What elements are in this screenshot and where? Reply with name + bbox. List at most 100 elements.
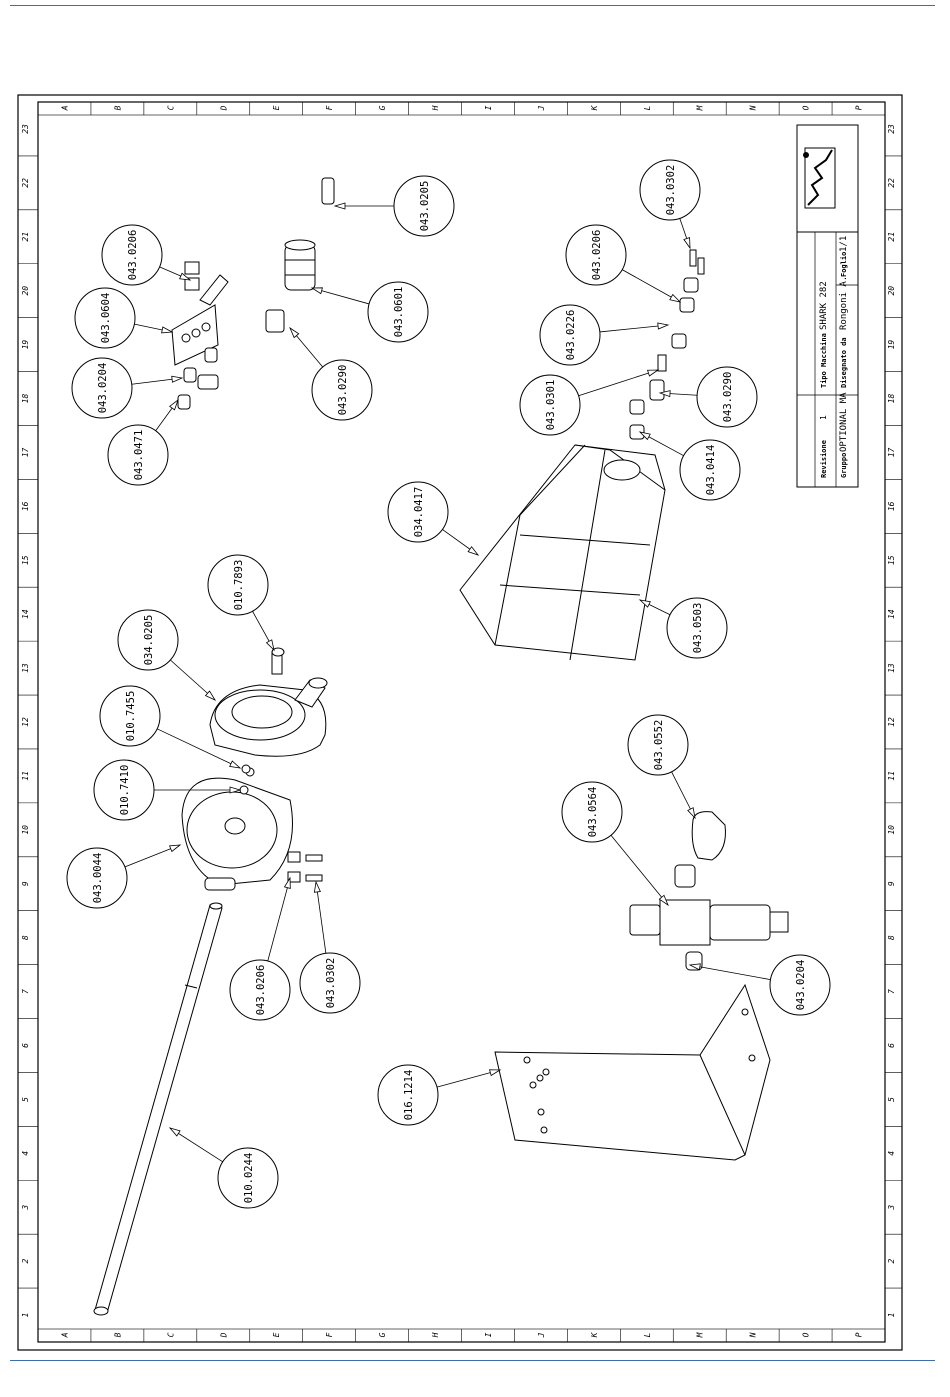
part-balloon [299,952,361,1014]
leader-line [621,269,681,303]
leader-arrow [265,639,275,652]
leader-line [689,964,771,981]
title-block-page-label: Foglio [840,252,848,277]
leader-arrow [310,287,323,295]
grid-column-label: N [749,1332,758,1338]
leader-line [610,834,669,906]
part-balloon [393,175,455,237]
part-balloon [666,597,728,659]
title-block-machine-label: Tipo Macchina [820,333,828,388]
part-balloon [627,714,689,776]
part-balloon [539,304,601,366]
grid-row-label: 18 [887,394,896,404]
part-balloons: 043.0206043.0604043.0204043.0471043.0205… [66,159,831,1209]
leader-arrow [229,760,242,769]
grid-column-label: P [855,1332,864,1337]
part-number-label: 043.0601 [393,287,405,338]
part-number-label: 043.0206 [255,965,267,1016]
grid-row-label: 7 [21,989,30,994]
part-number-label: 043.0205 [419,181,431,232]
part-number-label: 010.7410 [119,765,131,816]
grid-row-label: 9 [887,881,896,886]
grid-column-label: L [643,1332,652,1337]
leader-line [578,369,659,397]
grid-column-label: F [325,105,334,110]
part-balloon [229,959,291,1021]
grid-row-label: 6 [21,1043,30,1048]
grid-column-label: L [643,105,652,110]
manifold-group-drawing [171,261,229,410]
grid-column-label: D [219,105,228,111]
grid-row-label: 12 [21,717,30,727]
grid-row-label: 11 [21,771,30,781]
leader-arrow [179,272,192,281]
part-number-label: 034.0417 [413,487,425,538]
grid-column-label: K [590,104,599,111]
cover-drawing [459,444,666,661]
grid-column-label: J [537,105,546,111]
right-fittings-drawing [629,249,705,440]
title-block-page-value: 1/1 [839,236,849,252]
part-number-label: 043.0301 [545,380,557,431]
grid-row-label: 12 [887,717,896,727]
part-balloon [207,554,269,616]
regulator-drawing [629,811,789,971]
grid-row-label: 16 [887,501,896,511]
company-logo [803,147,836,209]
grid-row-label: 19 [887,340,896,350]
grid-column-label: O [802,105,811,110]
leader-arrow [333,202,346,210]
grid-row-label: 8 [21,935,30,940]
grid-row-label: 20 [21,286,30,296]
part-balloon [93,759,155,821]
part-number-label: 043.0471 [133,430,145,481]
part-number-label: 043.0204 [795,960,807,1011]
grid-row-label: 22 [21,178,30,188]
grid-row-label: 4 [887,1151,896,1156]
grid-row-label: 23 [887,124,896,134]
grid-row-label: 17 [21,447,30,457]
grid-row-label: 11 [887,771,896,781]
grid-row-label: 3 [21,1205,30,1211]
leader-arrow [204,690,217,701]
part-balloon [71,357,133,419]
leader-line [599,324,669,333]
grid-row-label: 1 [887,1313,896,1318]
leader-arrow [161,326,174,334]
part-number-label: 010.7893 [233,560,245,611]
title-block-group-label: Gruppo [840,453,848,478]
leader-arrow [169,844,182,853]
part-balloon [117,609,179,671]
part-balloon [561,781,623,843]
grid-column-label: G [378,1332,387,1337]
grid-row-label: 14 [21,609,30,619]
grid-column-label: M [696,1331,705,1338]
part-number-label: 043.0564 [587,787,599,838]
grid-row-label: 7 [887,989,896,994]
grid-row-label: 4 [21,1151,30,1156]
title-block-designer-value: Rongoni A. [839,276,849,330]
top-rule [10,5,935,6]
leader-arrow [283,876,291,889]
grid-row-label: 17 [887,447,896,457]
title-block-revision-value: 1 [819,415,828,420]
grid-column-label: I [484,1332,493,1337]
part-number-label: 043.0414 [705,445,717,496]
grid-row-label: 21 [21,232,30,242]
grid-row-label: 5 [21,1097,30,1102]
part-number-label: 010.7455 [125,691,137,742]
grid-column-label: A [60,1332,69,1338]
leader-line [315,881,327,954]
leader-arrow [657,322,670,330]
leader-arrow [669,293,682,303]
leader-arrow [168,1127,181,1137]
leader-arrow [489,1069,502,1077]
part-balloon [101,224,163,286]
part-balloon [639,159,701,221]
part-number-label: 043.0290 [722,372,734,423]
part-balloon [696,366,758,428]
part-balloon [387,481,449,543]
grid-row-label: 13 [21,663,30,673]
